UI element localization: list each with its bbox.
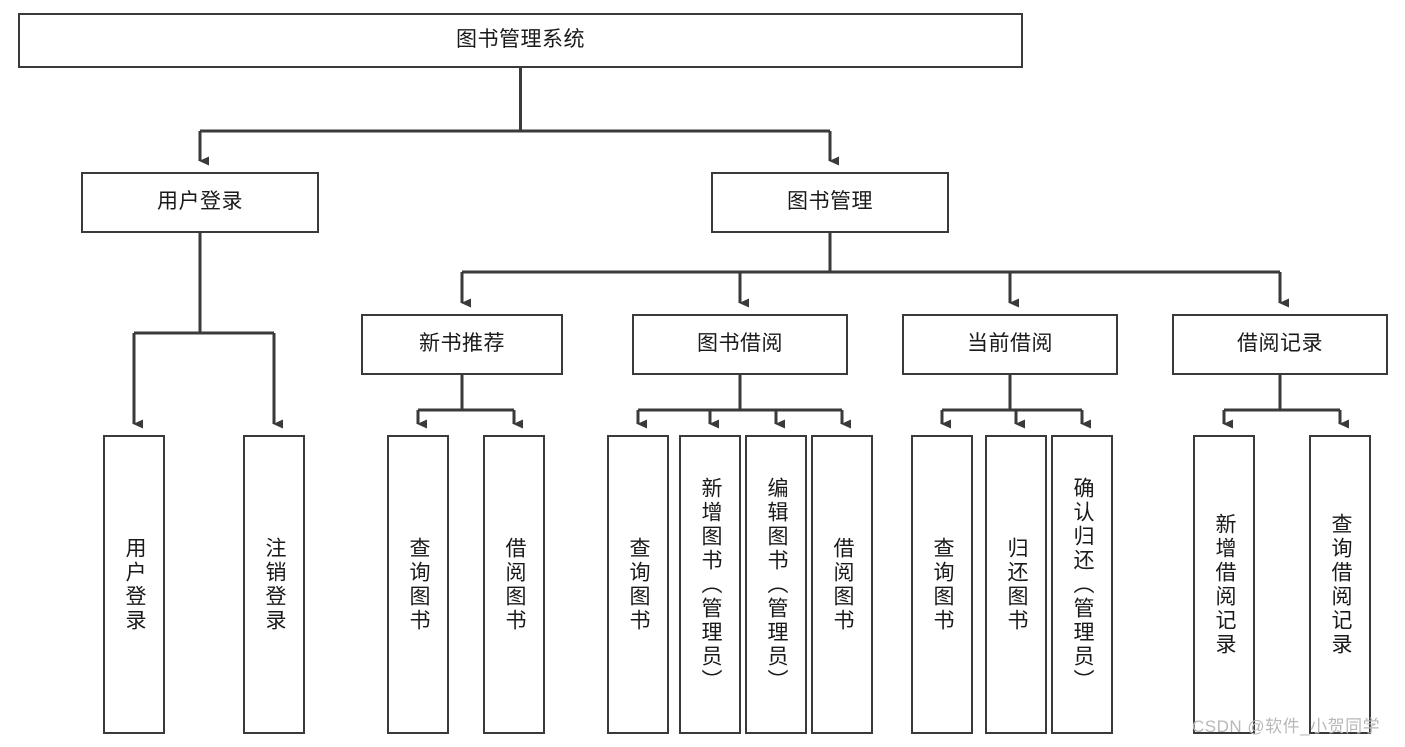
csdn-watermark: CSDN @软件_小贺同学 bbox=[1192, 717, 1381, 736]
node-leaf-confirm-return[interactable]: 确认归还（管理员） bbox=[1051, 435, 1113, 734]
node-label: 查询图书 bbox=[407, 536, 431, 633]
node-leaf-query-book-2[interactable]: 查询图书 bbox=[607, 435, 669, 734]
node-new-book-recommend[interactable]: 新书推荐 bbox=[361, 314, 563, 375]
node-leaf-user-logout[interactable]: 注销登录 bbox=[243, 435, 305, 734]
node-leaf-query-book-3[interactable]: 查询图书 bbox=[911, 435, 973, 734]
connector-lines bbox=[132, 68, 1349, 429]
node-label: 新增图书（管理员） bbox=[699, 476, 723, 693]
node-label: 查询图书 bbox=[931, 536, 955, 633]
node-book-borrow[interactable]: 图书借阅 bbox=[632, 314, 848, 375]
node-leaf-query-book-1[interactable]: 查询图书 bbox=[387, 435, 449, 734]
node-label: 当前借阅 bbox=[967, 332, 1053, 356]
node-leaf-return-book[interactable]: 归还图书 bbox=[985, 435, 1047, 734]
node-label: 新增借阅记录 bbox=[1213, 512, 1237, 657]
node-label: 编辑图书（管理员） bbox=[765, 476, 789, 693]
node-label: 确认归还（管理员） bbox=[1071, 476, 1095, 693]
node-leaf-user-login[interactable]: 用户登录 bbox=[103, 435, 165, 734]
node-label: 查询图书 bbox=[627, 536, 651, 633]
node-leaf-query-borrow-record[interactable]: 查询借阅记录 bbox=[1309, 435, 1371, 734]
node-label: 归还图书 bbox=[1005, 536, 1029, 633]
node-root[interactable]: 图书管理系统 bbox=[18, 13, 1023, 68]
node-label: 借阅图书 bbox=[831, 536, 855, 633]
node-label: 借阅记录 bbox=[1237, 332, 1323, 356]
node-leaf-add-borrow-record[interactable]: 新增借阅记录 bbox=[1193, 435, 1255, 734]
node-user-login[interactable]: 用户登录 bbox=[81, 172, 319, 233]
node-leaf-borrow-book-2[interactable]: 借阅图书 bbox=[811, 435, 873, 734]
node-leaf-add-book[interactable]: 新增图书（管理员） bbox=[679, 435, 741, 734]
node-leaf-edit-book[interactable]: 编辑图书（管理员） bbox=[745, 435, 807, 734]
node-label: 图书借阅 bbox=[697, 332, 783, 356]
node-label: 图书管理系统 bbox=[456, 28, 585, 52]
node-borrow-record[interactable]: 借阅记录 bbox=[1172, 314, 1388, 375]
node-label: 用户登录 bbox=[157, 190, 243, 214]
node-label: 注销登录 bbox=[263, 536, 287, 633]
node-label: 新书推荐 bbox=[419, 332, 505, 356]
node-leaf-borrow-book-1[interactable]: 借阅图书 bbox=[483, 435, 545, 734]
node-current-borrow[interactable]: 当前借阅 bbox=[902, 314, 1118, 375]
node-book-management[interactable]: 图书管理 bbox=[711, 172, 949, 233]
node-label: 图书管理 bbox=[787, 190, 873, 214]
node-label: 借阅图书 bbox=[503, 536, 527, 633]
node-label: 查询借阅记录 bbox=[1329, 512, 1353, 657]
node-label: 用户登录 bbox=[123, 536, 147, 633]
